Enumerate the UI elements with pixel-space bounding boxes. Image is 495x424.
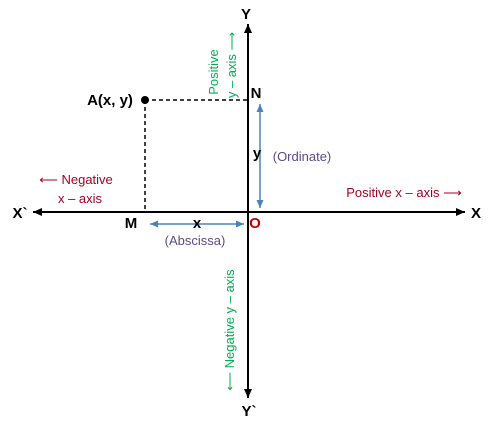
point-n-label: N <box>251 85 262 102</box>
x-axis-right-label: X <box>471 205 481 222</box>
y-variable-label: y <box>253 145 262 162</box>
negative-y-axis-label: ⟵ Negative y – axis <box>222 269 237 391</box>
negative-x-axis-label-line1: ⟵ Negative <box>39 172 113 187</box>
x-axis-left-label: X` <box>13 205 28 222</box>
y-axis-bottom-label: Y` <box>242 403 257 420</box>
point-a-dot <box>141 96 149 104</box>
point-a-label: A(x, y) <box>87 92 133 109</box>
abscissa-label: (Abscissa) <box>165 233 226 248</box>
positive-y-axis-label-line2: y – axis ⟶ <box>224 32 239 98</box>
y-axis-top-label: Y <box>241 6 251 23</box>
positive-x-axis-label: Positive x – axis ⟶ <box>346 185 461 200</box>
x-variable-label: x <box>193 215 202 232</box>
positive-y-axis-label-line1: Positive <box>206 49 221 95</box>
negative-x-axis-label-line2: x – axis <box>58 191 103 206</box>
origin-label: O <box>249 215 261 232</box>
point-m-label: M <box>125 215 138 232</box>
ordinate-label: (Ordinate) <box>273 149 332 164</box>
